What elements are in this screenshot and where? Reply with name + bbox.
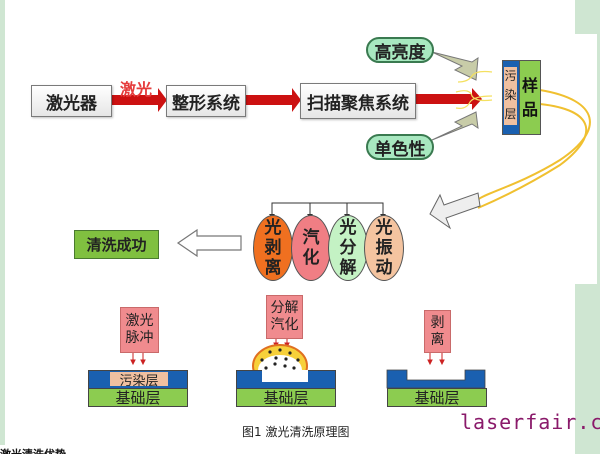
sample-block: 样 品 (519, 60, 541, 135)
cleaning-success-box: 清洗成功 (74, 230, 159, 259)
arrow-to-mechanisms (429, 192, 481, 230)
vapor-particle (283, 364, 287, 368)
laser-box: 激光器 (31, 85, 112, 117)
shaping-system-label: 整形系统 (172, 93, 240, 114)
contamination-char: 染 (504, 88, 517, 102)
vapor-particle (264, 366, 268, 370)
pulse-label-line: 剥 (430, 314, 445, 331)
mechanism-ellipse: 光分解 (328, 215, 368, 281)
section-heading-partial: 激光清洗优势 (0, 446, 66, 454)
cleaned-area-stage-2 (262, 370, 308, 382)
mechanism-char: 汽 (302, 228, 320, 248)
mechanism-char: 动 (375, 258, 393, 278)
mechanism-bracket (271, 202, 384, 216)
vapor-particle (268, 350, 272, 354)
right-margin-line (597, 34, 600, 284)
pulse-label-stage-2: 分解 汽化 (266, 295, 303, 339)
bracket-arrowheads (269, 214, 386, 218)
mechanism-char: 分 (339, 238, 357, 258)
substrate-stage-3: 基础层 (387, 388, 487, 407)
mechanism-char: 光 (264, 218, 282, 238)
vapor-particle (296, 358, 300, 362)
figure-caption: 图1 激光清洗原理图 (242, 425, 350, 439)
scan-focus-system-label: 扫描聚焦系统 (307, 93, 409, 114)
substrate-stage-1: 基础层 (88, 388, 188, 407)
chevron-monochromatic (431, 111, 479, 141)
mechanism-char: 剥 (264, 238, 282, 258)
mechanism-char: 解 (339, 258, 357, 278)
pulse-label-line: 激光 (125, 313, 154, 329)
arrow-shaping-to-scan (245, 88, 301, 112)
high-brightness-pill: 高亮度 (366, 37, 434, 63)
mechanism-char: 光 (375, 218, 393, 238)
high-brightness-label: 高亮度 (374, 42, 426, 63)
monochromatic-pill: 单色性 (366, 134, 434, 160)
pulse-label-line: 汽化 (270, 317, 299, 333)
scan-focus-system-box: 扫描聚焦系统 (300, 83, 416, 119)
arrow-laser-to-shaping (111, 88, 167, 112)
sample-char: 品 (521, 99, 538, 119)
right-margin-strip-lower (575, 284, 600, 454)
vapor-particle (292, 366, 296, 370)
shaping-system-box: 整形系统 (166, 85, 246, 117)
left-margin-strip (0, 0, 5, 445)
right-margin-strip (575, 0, 600, 34)
blue-layer-removed (386, 369, 486, 389)
pulse-label-line: 脉冲 (125, 330, 154, 346)
vapor-particle (274, 356, 278, 360)
contamination-char: 污 (504, 69, 517, 83)
mechanism-char: 化 (302, 248, 320, 268)
light-rays (455, 70, 493, 109)
arrow-to-result (176, 228, 242, 258)
vapor-particle (288, 351, 292, 355)
monochromatic-label: 单色性 (374, 139, 426, 160)
substrate-stage-2: 基础层 (236, 388, 336, 407)
mechanism-char: 离 (264, 258, 282, 278)
laser-box-label: 激光器 (46, 93, 97, 114)
arrow-scan-to-sample (415, 88, 482, 110)
pulse-label-stage-3: 剥 离 (424, 310, 451, 353)
mechanism-ellipse: 光剥离 (253, 215, 293, 281)
vapor-particle (278, 348, 282, 352)
mechanism-ellipse: 光振动 (364, 215, 404, 281)
contamination-char: 层 (504, 107, 517, 121)
laser-arrow-label: 激光 (120, 80, 153, 99)
vapor-particle (284, 357, 288, 361)
sample-char: 样 (521, 75, 538, 95)
vapor-particle (260, 358, 264, 362)
mechanism-char: 光 (339, 218, 357, 238)
watermark: laserfair.com (460, 410, 600, 434)
contamination-layer: 污 染 层 (504, 67, 517, 125)
chevron-high-brightness (431, 51, 479, 81)
pulse-label-stage-1: 激光 脉冲 (120, 307, 159, 353)
reflected-light-curves (477, 89, 591, 209)
pulse-label-line: 分解 (270, 300, 299, 316)
mechanism-ellipse: 汽化 (291, 215, 331, 281)
contamination-layer-stage-1: 污染层 (110, 372, 168, 389)
vapor-particle (273, 362, 277, 366)
mechanism-char: 振 (375, 238, 393, 258)
pulse-label-line: 离 (430, 331, 445, 348)
